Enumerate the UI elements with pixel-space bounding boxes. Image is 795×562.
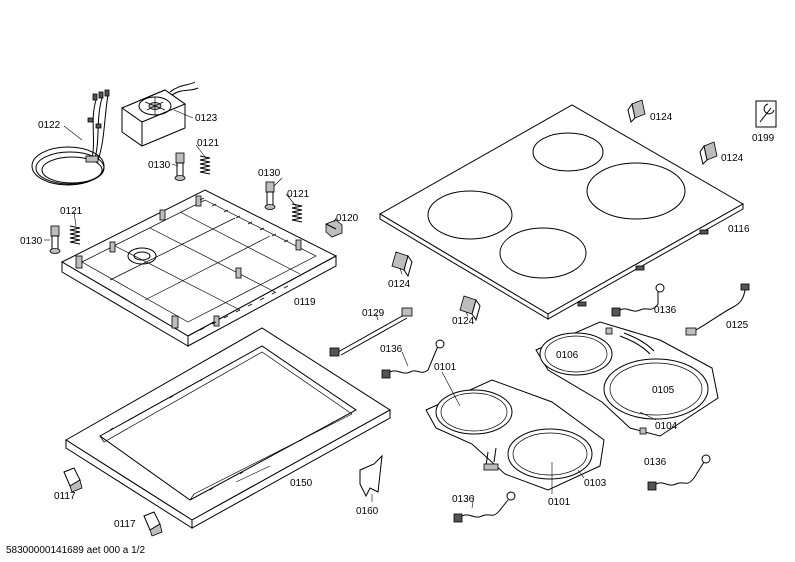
part-label-0136-b: 0136: [654, 305, 677, 316]
part-label-0129: 0129: [362, 308, 385, 319]
bracket-drawing-c: [391, 251, 413, 278]
part-label-0136-a: 0136: [380, 344, 403, 355]
part-label-0117-a: 0117: [54, 491, 76, 502]
part-label-0130-b: 0130: [258, 168, 281, 179]
document-code: 58300000141689 aet 000 a 1/2: [6, 545, 146, 556]
clip-drawing-0117a: [63, 467, 83, 493]
part-label-0121-b: 0121: [287, 189, 310, 200]
housing-tray-drawing: [60, 189, 338, 347]
cooling-fan-drawing: [120, 81, 199, 147]
cable-harness-drawing: [31, 89, 110, 186]
part-label-0103: 0103: [584, 478, 607, 489]
heating-plate-drawing-0104: [535, 321, 719, 437]
part-label-0130-a: 0130: [148, 160, 171, 171]
part-label-0117-b: 0117: [114, 519, 136, 530]
wrench-service-icon: [755, 100, 777, 128]
part-labels: 0122 0123 0121 0130 0130 0121 0121 0130 …: [20, 112, 775, 530]
part-label-0116: 0116: [728, 224, 750, 235]
part-label-0122: 0122: [38, 120, 61, 131]
part-label-0123: 0123: [195, 113, 218, 124]
bracket-drawing-d: [459, 295, 481, 322]
part-label-0124-c: 0124: [388, 279, 411, 290]
spring-drawing-c: [69, 225, 81, 245]
part-label-0106: 0106: [556, 350, 579, 361]
part-label-0150: 0150: [290, 478, 313, 489]
tool-drawing-0160: [359, 454, 383, 498]
wire-set-drawing-d: [453, 491, 516, 523]
part-label-0136-c: 0136: [644, 457, 667, 468]
part-label-0124-a: 0124: [650, 112, 673, 123]
bracket-drawing-b: [699, 141, 718, 165]
part-label-0105: 0105: [652, 385, 675, 396]
pin-drawing-c: [49, 225, 61, 254]
clip-drawing-0120: [325, 219, 343, 238]
part-label-0101-b: 0101: [548, 497, 571, 508]
part-label-0104: 0104: [655, 421, 678, 432]
part-label-0121-a: 0121: [197, 138, 220, 149]
pin-drawing-a: [174, 152, 186, 181]
ceramic-cooktop-drawing: [379, 104, 745, 320]
wire-set-drawing-b: [611, 283, 665, 317]
heating-plate-drawing-0103: [425, 379, 605, 491]
part-label-0199: 0199: [752, 133, 775, 144]
part-label-0130-c: 0130: [20, 236, 43, 247]
part-label-0160: 0160: [356, 506, 379, 517]
part-label-0125: 0125: [726, 320, 749, 331]
part-label-0124-b: 0124: [721, 153, 744, 164]
part-label-0136-d: 0136: [452, 494, 475, 505]
spring-drawing-a: [199, 155, 211, 175]
part-label-0124-d: 0124: [452, 316, 475, 327]
clip-drawing-0117b: [143, 511, 163, 537]
mounting-frame-drawing: [65, 327, 391, 529]
part-label-0101-a: 0101: [434, 362, 457, 373]
spring-drawing-b: [291, 203, 303, 223]
leader-lines: [44, 109, 657, 509]
part-label-0119: 0119: [294, 297, 316, 308]
pin-drawing-b: [264, 181, 276, 210]
wire-set-drawing-c: [647, 454, 711, 491]
part-label-0121-c: 0121: [60, 206, 83, 217]
bracket-drawing-a: [627, 99, 646, 123]
cable-drawing-0125: [685, 283, 750, 336]
part-label-0120: 0120: [336, 213, 359, 224]
sensor-cable-drawing-0129: [329, 307, 413, 357]
wire-set-drawing-a: [381, 339, 445, 379]
